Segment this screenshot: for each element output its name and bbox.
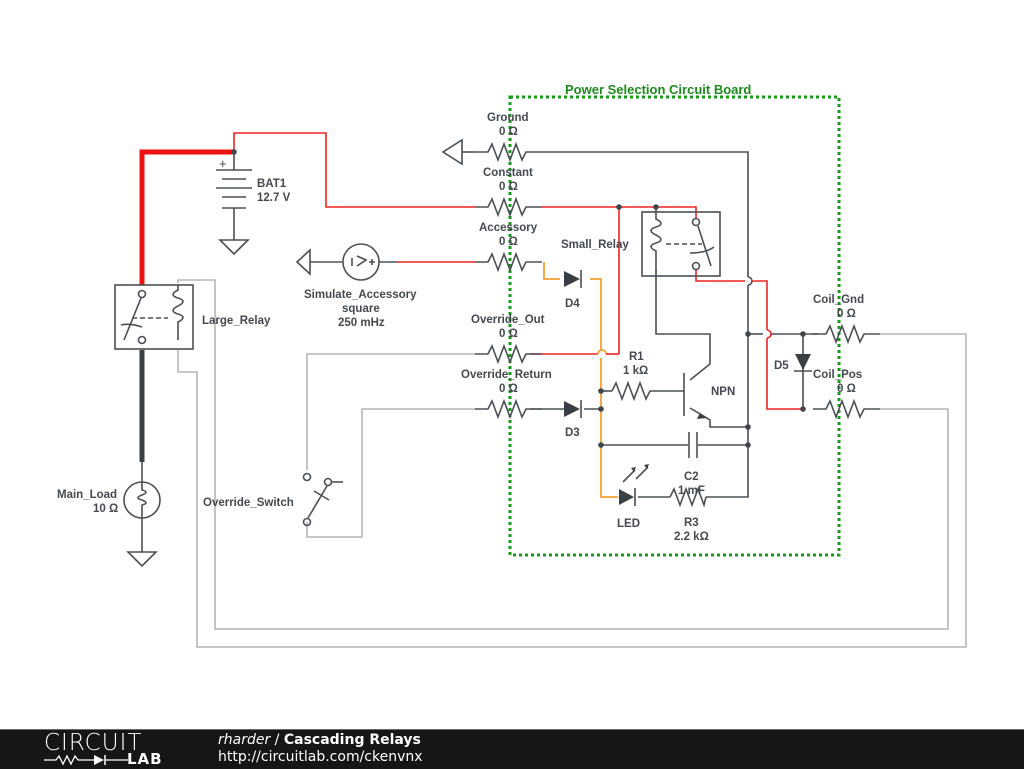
wires xyxy=(139,132,967,648)
capacitor-c2[interactable]: C2 1 mF xyxy=(678,432,705,497)
logo-resistor-diode-icon xyxy=(44,754,128,766)
wire-hop-override xyxy=(597,349,607,355)
sim-source-label: Simulate_Accessory xyxy=(304,289,417,301)
wire-relay-to-d5 xyxy=(751,280,768,330)
resistor-override-out-value: 0 Ω xyxy=(499,328,518,340)
r1-value: 1 kΩ xyxy=(623,365,648,377)
circuit-credits: rharder / Cascading Relays http://circui… xyxy=(218,732,423,766)
resistor-override-out[interactable]: Override_Out 0 Ω xyxy=(471,314,545,365)
led-label: LED xyxy=(617,518,640,530)
author-link[interactable]: rharder xyxy=(218,732,271,748)
r1-label: R1 xyxy=(629,351,644,363)
diode-d3[interactable]: D3 xyxy=(564,400,582,439)
resistor-constant-value: 0 Ω xyxy=(499,181,518,193)
resistor-override-out-label: Override_Out xyxy=(471,314,545,326)
resistor-r3[interactable]: R3 2.2 kΩ xyxy=(669,486,709,543)
credit-separator: / xyxy=(270,732,284,748)
board-title: Power Selection Circuit Board xyxy=(565,82,751,97)
resistor-coil-pos-value: 0 Ω xyxy=(837,383,856,395)
wire-override-out-gray xyxy=(306,353,475,470)
wire-override-return-gray xyxy=(306,408,475,538)
junctions xyxy=(231,149,806,448)
c2-value: 1 mF xyxy=(678,485,705,497)
resistor-override-return[interactable]: Override_Return 0 Ω xyxy=(461,369,552,420)
wire-battery-to-constant xyxy=(233,132,475,208)
circuitlab-logo[interactable]: CIRCUIT LAB xyxy=(40,730,180,768)
resistor-r1[interactable]: R1 1 kΩ xyxy=(611,351,654,402)
resistor-override-return-label: Override_Return xyxy=(461,369,552,381)
resistor-accessory[interactable]: Accessory 0 Ω xyxy=(475,222,542,273)
ground-symbol-board xyxy=(441,138,463,166)
battery-value: 12.7 V xyxy=(257,192,291,204)
wire-coil-loop-outer xyxy=(177,279,949,630)
npn-label: NPN xyxy=(711,386,735,398)
main-load-label: Main_Load xyxy=(57,489,117,501)
resistor-ground-value: 0 Ω xyxy=(499,126,518,138)
resistor-coil-pos-label: Coil_Pos xyxy=(813,369,862,381)
ground-symbol-battery xyxy=(218,239,250,256)
large-relay-label: Large_Relay xyxy=(202,315,271,327)
wire-to-coil-pos xyxy=(766,338,803,410)
d3-label: D3 xyxy=(565,427,580,439)
wire-constant-out xyxy=(542,206,697,218)
resistor-ground[interactable]: Ground 0 Ω xyxy=(475,112,542,163)
r3-value: 2.2 kΩ xyxy=(674,531,709,543)
wire-d4-out xyxy=(590,278,602,350)
resistor-constant[interactable]: Constant 0 Ω xyxy=(475,167,542,218)
wire-ground-trunk xyxy=(706,285,749,498)
board-outline xyxy=(508,95,841,557)
wire-ground-right xyxy=(542,151,749,277)
logo-text-lab: LAB xyxy=(127,750,163,768)
diode-d5[interactable]: D5 xyxy=(774,354,812,372)
resistor-accessory-value: 0 Ω xyxy=(499,236,518,248)
resistor-coil-gnd-label: Coil_Gnd xyxy=(813,294,864,306)
npn-transistor[interactable]: NPN xyxy=(683,373,735,419)
d5-label: D5 xyxy=(774,360,789,372)
wire-relay-switch-out xyxy=(695,270,745,282)
battery-bat1[interactable]: + BAT1 12.7 V xyxy=(216,152,291,209)
footer-bar: CIRCUIT LAB rharder / Cascading Relays h… xyxy=(0,729,1024,769)
main-load-lamp[interactable]: Main_Load 10 Ω xyxy=(57,481,161,519)
circuit-title: Cascading Relays xyxy=(283,732,421,748)
wire-hop-2 xyxy=(766,329,772,339)
simulate-accessory-source[interactable]: Simulate_Accessory square 250 mHz xyxy=(295,243,417,329)
schematic-canvas: Power Selection Circuit Board xyxy=(57,82,967,648)
small-relay[interactable]: Small_Relay xyxy=(561,207,721,277)
small-relay-label: Small_Relay xyxy=(561,239,629,251)
c2-label: C2 xyxy=(684,471,699,483)
wire-coil-loop-inner xyxy=(177,333,967,648)
resistor-coil-pos[interactable]: Coil_Pos 0 Ω xyxy=(813,369,880,420)
resistor-ground-label: Ground xyxy=(487,112,529,124)
led[interactable]: LED xyxy=(617,464,649,530)
r3-label: R3 xyxy=(684,517,699,529)
sim-source-wave: square xyxy=(342,303,380,315)
override-switch-label: Override_Switch xyxy=(203,497,294,509)
resistor-accessory-label: Accessory xyxy=(479,222,538,234)
resistor-constant-label: Constant xyxy=(483,167,533,179)
resistor-override-return-value: 0 Ω xyxy=(499,383,518,395)
sim-source-freq: 250 mHz xyxy=(338,317,385,329)
circuit-url[interactable]: http://circuitlab.com/ckenvnx xyxy=(218,749,423,765)
wire-orange-trunk xyxy=(600,358,618,498)
wire-coil-to-npn xyxy=(655,270,711,381)
battery-plus: + xyxy=(219,156,227,171)
wire-battery-to-relay xyxy=(139,149,234,285)
battery-name: BAT1 xyxy=(257,178,287,190)
d4-label: D4 xyxy=(565,298,580,310)
wire-accessory-to-d4 xyxy=(543,262,560,280)
ground-symbol-load xyxy=(126,551,158,568)
main-load-value: 10 Ω xyxy=(93,503,118,515)
override-switch[interactable]: Override_Switch xyxy=(203,472,343,527)
resistor-coil-gnd[interactable]: Coil_Gnd 0 Ω xyxy=(813,294,880,345)
large-relay[interactable]: Large_Relay xyxy=(114,284,271,350)
logo-text-circuit: CIRCUIT xyxy=(44,730,143,756)
diode-d4[interactable]: D4 xyxy=(564,270,582,310)
resistor-coil-gnd-value: 0 Ω xyxy=(837,308,856,320)
